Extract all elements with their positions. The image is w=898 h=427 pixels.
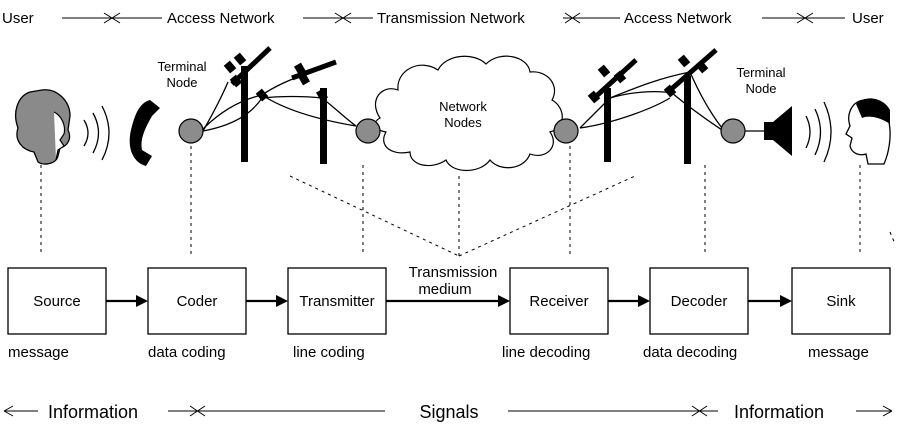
receiver-block bbox=[509, 267, 609, 335]
utility-pole-right-1-icon bbox=[587, 58, 638, 162]
network-nodes-label-line1: Network bbox=[439, 99, 487, 114]
utility-pole-left-2-icon bbox=[291, 59, 337, 164]
decoder-label: Decoder bbox=[671, 293, 728, 310]
block-row: Source Coder Transmitter Receiver Decode… bbox=[7, 264, 891, 335]
terminal-node-left-label-line1: Terminal bbox=[157, 59, 206, 74]
top-access-network-right: Access Network bbox=[624, 10, 732, 27]
bottom-information-left: Information bbox=[48, 402, 138, 422]
network-cloud: Network Nodes bbox=[374, 55, 563, 172]
top-transmission-network: Transmission Network bbox=[377, 10, 525, 27]
top-access-network-left: Access Network bbox=[167, 10, 275, 27]
access-wires-right bbox=[579, 71, 723, 131]
caption-sink: message bbox=[808, 344, 869, 361]
person-right-icon bbox=[845, 98, 891, 165]
sink-block bbox=[791, 267, 891, 335]
network-node-right-icon bbox=[553, 118, 579, 144]
transmitter-label: Transmitter bbox=[299, 293, 374, 310]
top-user-left: User bbox=[2, 10, 34, 27]
coder-label: Coder bbox=[177, 293, 218, 310]
caption-decoder: data decoding bbox=[643, 344, 737, 361]
caption-receiver: line decoding bbox=[502, 344, 590, 361]
caption-transmitter: line coding bbox=[293, 344, 365, 361]
receiver-label: Receiver bbox=[529, 293, 588, 310]
medium-label-line1: Transmission bbox=[409, 264, 498, 281]
dashed-guides bbox=[40, 146, 896, 257]
telephone-handset-icon bbox=[129, 100, 160, 166]
terminal-node-left-label-line2: Node bbox=[166, 75, 197, 90]
top-user-right: User bbox=[852, 10, 884, 27]
transmitter-block bbox=[287, 267, 387, 335]
loudspeaker-icon bbox=[745, 106, 792, 156]
terminal-node-right-label-line2: Node bbox=[745, 81, 776, 96]
utility-pole-right-2-icon bbox=[663, 48, 718, 164]
caption-source: message bbox=[8, 344, 69, 361]
sound-waves-left-icon bbox=[83, 105, 110, 161]
network-node-left-icon bbox=[355, 118, 381, 144]
bottom-signals: Signals bbox=[419, 402, 478, 422]
block-captions: message data coding line coding line dec… bbox=[8, 344, 869, 361]
bottom-information-right: Information bbox=[734, 402, 824, 422]
terminal-node-right-icon bbox=[720, 118, 746, 144]
person-left-icon bbox=[15, 89, 71, 165]
terminal-node-right-label-line1: Terminal bbox=[736, 65, 785, 80]
caption-coder: data coding bbox=[148, 344, 226, 361]
sound-waves-right-icon bbox=[805, 101, 832, 163]
sink-label: Sink bbox=[826, 293, 856, 310]
utility-pole-left-1-icon bbox=[223, 46, 272, 162]
access-wires-left bbox=[202, 75, 357, 132]
network-nodes-label-line2: Nodes bbox=[444, 115, 482, 130]
source-label: Source bbox=[33, 293, 81, 310]
terminal-node-left-icon bbox=[178, 118, 204, 144]
bottom-row: Information Signals Information bbox=[3, 402, 893, 422]
medium-label-line2: medium bbox=[418, 281, 471, 298]
top-row: User Access Network Transmission Network… bbox=[2, 10, 884, 27]
